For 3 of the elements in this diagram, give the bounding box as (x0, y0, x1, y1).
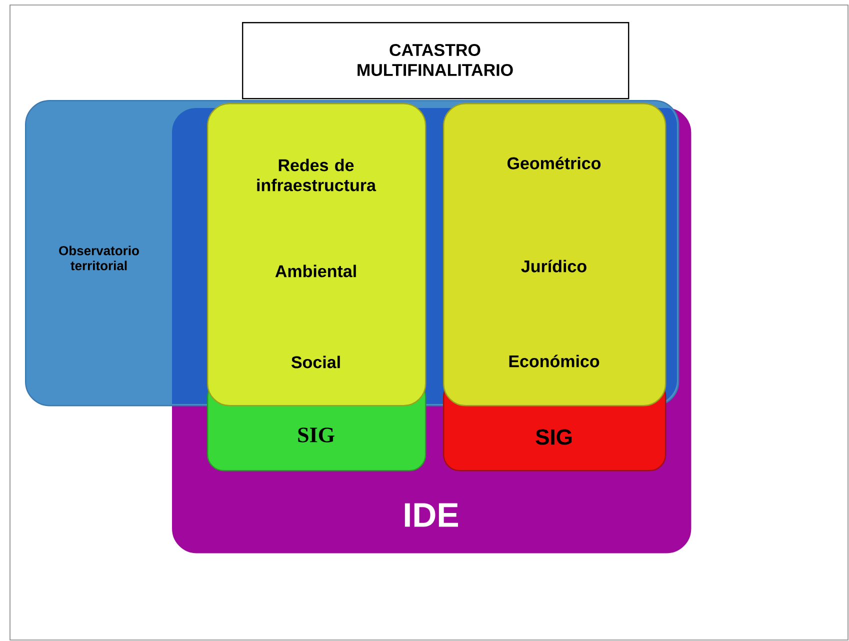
component-box: Redes de infraestructura Ambiental Social (207, 103, 426, 406)
title-box: CATASTRO MULTIFINALITARIO (242, 22, 630, 100)
component-box: Geométrico Jurídico Económico (443, 103, 666, 406)
